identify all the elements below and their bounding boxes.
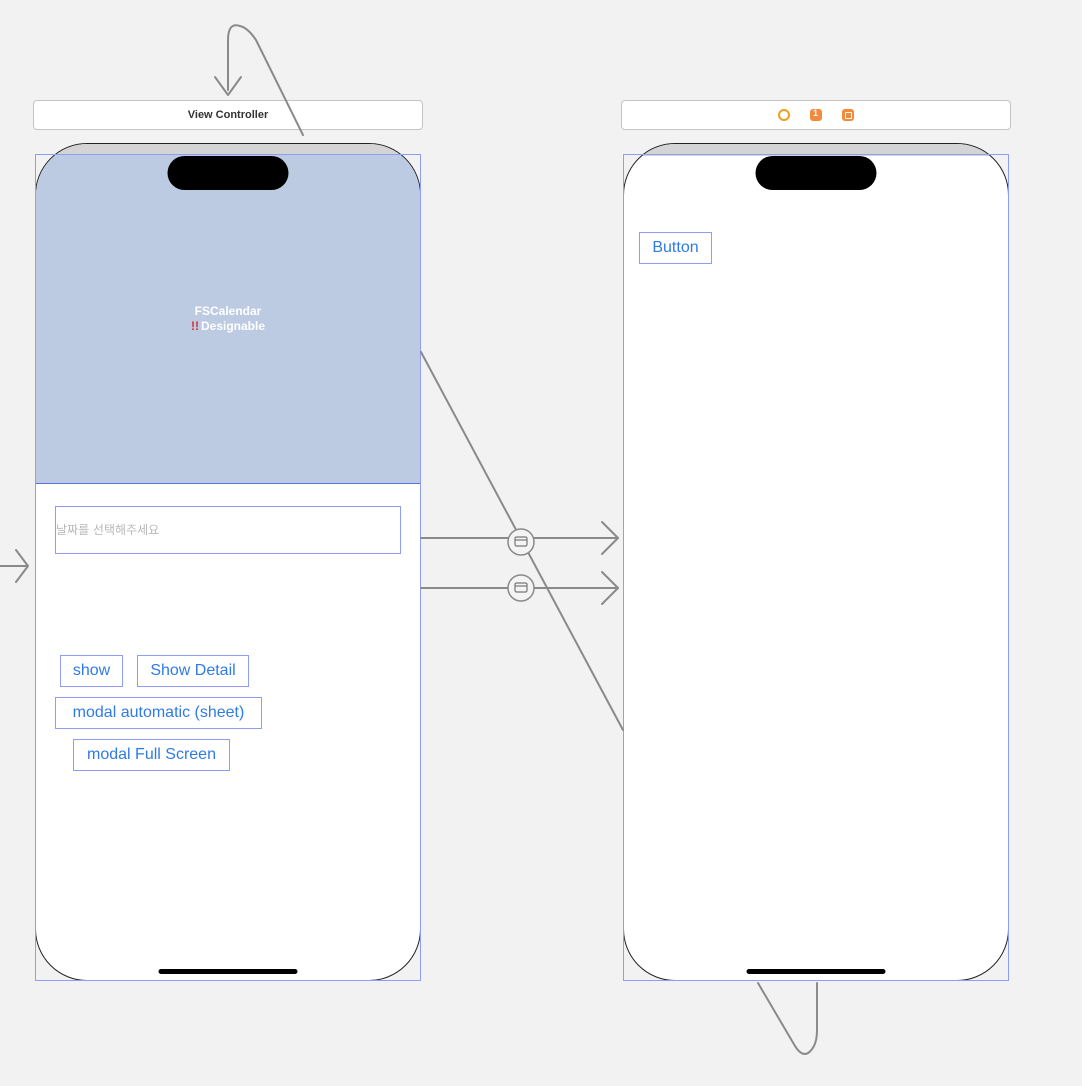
dynamic-island [167, 156, 289, 190]
show-detail-button[interactable]: Show Detail [137, 655, 249, 687]
destination-device[interactable]: Button [623, 143, 1009, 981]
segue-badge-show-detail[interactable] [507, 574, 535, 602]
top-loop-arrow [214, 76, 242, 96]
date-text-field[interactable] [55, 506, 401, 554]
calendar-class-name: FSCalendar [194, 304, 262, 318]
initial-view-controller-arrow[interactable] [0, 549, 29, 583]
device-rim [624, 144, 1008, 156]
first-responder-icon[interactable] [810, 108, 822, 121]
home-indicator [158, 969, 298, 974]
scene-title: View Controller [187, 109, 269, 121]
designable-status: !!Designable [191, 319, 265, 334]
segue-icon [514, 536, 528, 547]
fscalendar-view[interactable]: FSCalendar !!Designable [36, 155, 420, 484]
home-indicator [746, 969, 886, 974]
segue-badge-show[interactable] [507, 528, 535, 556]
modal-full-screen-button[interactable]: modal Full Screen [73, 739, 230, 771]
view-controller-scene-bar[interactable]: View Controller [33, 100, 423, 130]
show-button[interactable]: show [60, 655, 123, 687]
warning-icon: !! [190, 319, 199, 333]
modal-sheet-button[interactable]: modal automatic (sheet) [55, 697, 262, 729]
segue-arrow-show-detail [601, 571, 619, 605]
designable-label: Designable [200, 319, 266, 333]
destination-button[interactable]: Button [639, 232, 712, 264]
segue-icon [514, 582, 528, 593]
device-rim [36, 144, 420, 156]
destination-scene-bar[interactable] [621, 100, 1011, 130]
view-controller-device[interactable]: FSCalendar !!Designable show Show Detail… [35, 143, 421, 981]
view-controller-icon[interactable] [778, 109, 790, 121]
bottom-loop-connection [757, 982, 818, 1055]
dynamic-island [755, 156, 877, 190]
exit-icon[interactable] [842, 109, 854, 121]
segue-arrow-show [601, 521, 619, 555]
